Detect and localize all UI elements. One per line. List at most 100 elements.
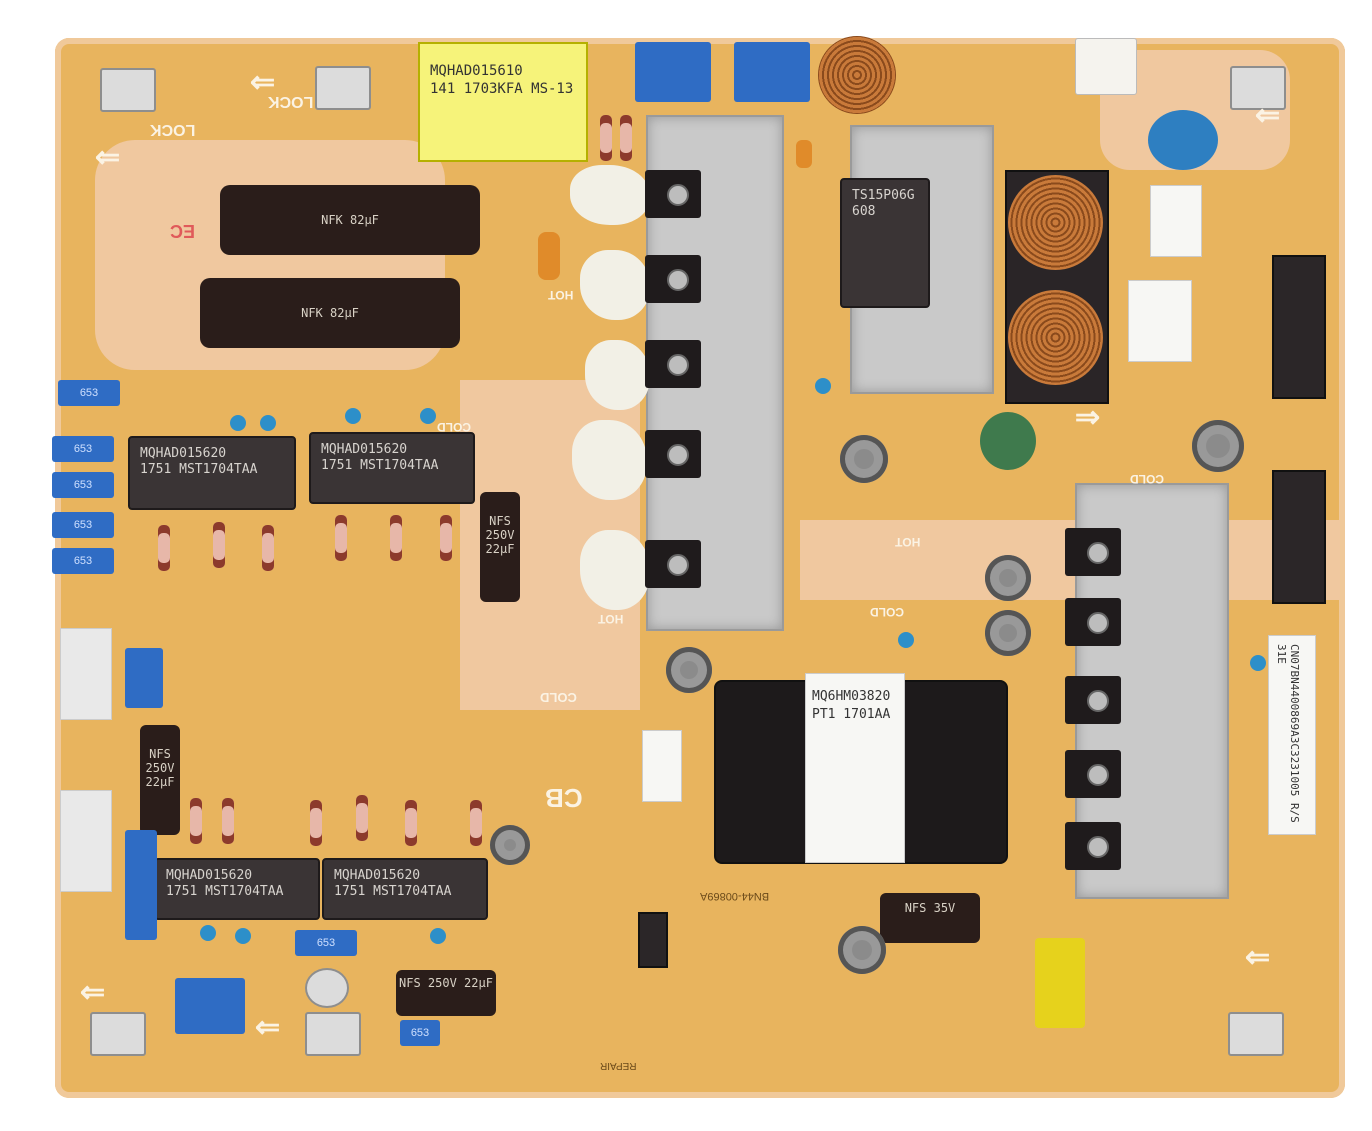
- silk-ec: EC: [170, 220, 195, 241]
- barcode-label: CN07BN4400869A3C3231005 R/S 31E: [1268, 635, 1316, 835]
- ic-line2: 1751 MST1704TAA: [166, 884, 284, 899]
- aluminum-capacitor: [1192, 420, 1244, 472]
- resistor: [222, 798, 234, 844]
- electrolytic-capacitor: NFS 250V 22μF: [396, 970, 496, 1016]
- silk-text: LOCK: [150, 121, 196, 138]
- ceramic-capacitor: [1250, 655, 1266, 671]
- aluminum-capacitor: [840, 435, 888, 483]
- mosfet: [1065, 676, 1121, 724]
- arrow-icon: ⇐: [80, 976, 106, 1009]
- silk-text: COLD: [1130, 472, 1164, 486]
- film-capacitor: 653: [52, 436, 114, 462]
- ceramic-capacitor: [200, 925, 216, 941]
- tantalum-capacitor: [1035, 938, 1085, 1028]
- barcode-text: CN07BN4400869A3C3231005 R/S 31E: [1275, 644, 1301, 823]
- ic-chip: MQHAD015620 1751 MST1704TAA: [309, 432, 475, 504]
- electrolytic-capacitor: NFS 250V 22μF: [140, 725, 180, 835]
- cap-label: NFS 250V 22μF: [399, 976, 493, 990]
- resistor: [356, 795, 368, 841]
- mosfet: [645, 340, 701, 388]
- cap-label: NFK 82μF: [301, 306, 359, 320]
- film-capacitor: [125, 830, 157, 940]
- part-label: 653: [73, 479, 93, 491]
- mosfet: [1065, 528, 1121, 576]
- transformer-line1: MQHAD015610: [430, 63, 523, 79]
- silk-cb: CB: [545, 782, 583, 813]
- silk-lock: LOCK: [150, 120, 195, 138]
- thermal-paste: [572, 420, 647, 500]
- aluminum-capacitor: [985, 555, 1031, 601]
- varistor: [1148, 110, 1218, 170]
- bridge-line1: TS15P06G: [852, 188, 915, 203]
- ic-line1: MQHAD015620: [166, 868, 253, 883]
- silk-cold: COLD: [1130, 472, 1164, 486]
- arrow-icon: ⇐: [250, 66, 276, 99]
- main-transformer-label: MQ6HM03820 PT1 1701AA: [805, 673, 905, 863]
- ic-line2: 1751 MST1704TAA: [321, 458, 439, 473]
- transformer-line2: 141 1703KFA MS-13: [430, 81, 574, 97]
- bulk-capacitor: NFK 82μF: [200, 278, 460, 348]
- ic-line2: 1751 MST1704TAA: [140, 462, 258, 477]
- thermal-paste: [585, 340, 650, 410]
- mosfet: [645, 540, 701, 588]
- mounting-clip: [1228, 1012, 1284, 1056]
- ic-line1: MQHAD015620: [140, 446, 227, 461]
- silk-text: COLD: [437, 420, 471, 434]
- silk-repair: REPAIR: [600, 1060, 637, 1071]
- silk-hot: HOT: [895, 535, 920, 549]
- ic-chip: MQHAD015620 1751 MST1704TAA: [128, 436, 296, 510]
- film-capacitor: [635, 42, 711, 102]
- film-capacitor: 653: [58, 380, 120, 406]
- film-capacitor: 653: [52, 472, 114, 498]
- ic-chip: MQHAD015620 1751 MST1704TAA: [322, 858, 488, 920]
- ceramic-capacitor: [235, 928, 251, 944]
- transformer-line2: PT1 1701AA: [812, 707, 891, 722]
- top-transformer: MQHAD015610 141 1703KFA MS-13: [418, 42, 588, 162]
- ribbon-connector: [60, 790, 112, 892]
- resistor: [158, 525, 170, 571]
- common-mode-choke: [1008, 175, 1103, 270]
- arrow-icon: ⇐: [1255, 99, 1281, 132]
- ic-line1: MQHAD015620: [334, 868, 421, 883]
- resistor: [190, 798, 202, 844]
- resistor: [335, 515, 347, 561]
- silk-text: HOT: [548, 288, 574, 302]
- electrolytic-capacitor: NFS 35V: [880, 893, 980, 943]
- ceramic-capacitor: [260, 415, 276, 431]
- pin-header: [638, 912, 668, 968]
- mounting-clip: [100, 68, 156, 112]
- ceramic-capacitor: [420, 408, 436, 424]
- part-label: 653: [73, 443, 93, 455]
- mounting-clip: [1230, 66, 1286, 110]
- silk-text: REPAIR: [600, 1060, 637, 1071]
- part-label: 653: [79, 387, 99, 399]
- resistor: [620, 115, 632, 161]
- x-capacitor: [1128, 280, 1192, 362]
- cap-label: NFS 35V: [904, 901, 956, 915]
- bridge-rectifier: TS15P06G 608: [840, 178, 930, 308]
- mounting-clip: [90, 1012, 146, 1056]
- ic-chip: MQHAD015620 1751 MST1704TAA: [154, 858, 320, 920]
- mosfet: [1065, 822, 1121, 870]
- film-capacitor: [734, 42, 810, 102]
- connector-right: [1272, 255, 1326, 399]
- resistor: [390, 515, 402, 561]
- ceramic-capacitor: [345, 408, 361, 424]
- film-capacitor: [175, 978, 245, 1034]
- film-capacitor: 653: [295, 930, 357, 956]
- resistor: [440, 515, 452, 561]
- ceramic-capacitor: [898, 632, 914, 648]
- input-connector: [1075, 38, 1137, 95]
- aluminum-capacitor: [490, 825, 530, 865]
- ceramic-capacitor: [230, 415, 246, 431]
- toroid-inductor: [818, 36, 896, 114]
- silk-hot: HOT: [598, 612, 623, 626]
- cap-label: NFS 250V 22μF: [145, 747, 175, 789]
- film-capacitor: [125, 648, 163, 708]
- resistor: [310, 800, 322, 846]
- orange-capacitor: [538, 232, 560, 280]
- orange-capacitor: [796, 140, 812, 168]
- resistor: [600, 115, 612, 161]
- silk-text: BN44-00869A: [700, 890, 770, 902]
- part-label: 653: [316, 937, 336, 949]
